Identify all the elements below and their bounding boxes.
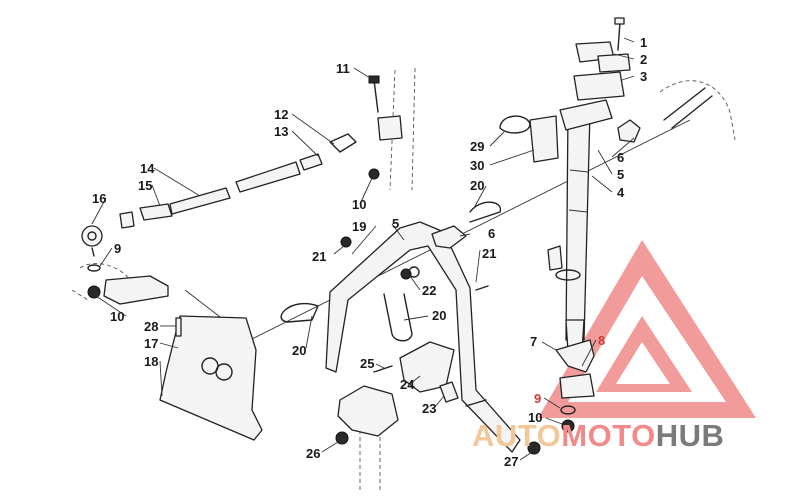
callout-5: 5: [617, 167, 624, 182]
pitman-arm: [103, 275, 169, 305]
callout-29: 29: [470, 139, 484, 154]
u-bolt: [469, 201, 501, 223]
steering-arm: [555, 339, 595, 373]
callout-10: 10: [352, 197, 366, 212]
frame-outline: [71, 263, 131, 301]
snap-ring: [499, 115, 531, 134]
callout-21: 21: [312, 249, 326, 264]
callout-18: 18: [144, 354, 158, 369]
callout-9: 9: [534, 391, 541, 406]
callout-10: 10: [110, 309, 124, 324]
callout-12: 12: [274, 107, 288, 122]
plate-8: [559, 373, 595, 399]
callout-3: 3: [640, 69, 647, 84]
stud: [671, 95, 713, 129]
pin: [175, 317, 182, 337]
callout-20: 20: [470, 178, 484, 193]
callout-30: 30: [470, 158, 484, 173]
steering-frame: [325, 221, 521, 453]
callout-5: 5: [392, 216, 399, 231]
callout-23: 23: [422, 401, 436, 416]
nut-10: [561, 419, 575, 433]
frame-outline: [659, 80, 736, 141]
gearbox: [337, 385, 399, 437]
callout-28: 28: [144, 319, 158, 334]
frame-outline: [389, 67, 416, 191]
callout-2: 2: [640, 52, 647, 67]
bolt-23: [439, 381, 459, 403]
callout-26: 26: [306, 446, 320, 461]
nut-27: [527, 441, 541, 455]
leader-lines: [91, 37, 635, 461]
washer: [408, 266, 420, 278]
stud: [663, 87, 706, 121]
callout-21: 21: [482, 246, 496, 261]
callout-10: 10: [528, 410, 542, 425]
callout-6: 6: [617, 150, 624, 165]
tie-rod-end: [81, 225, 103, 299]
washer-9: [560, 405, 576, 415]
callout-17: 17: [144, 336, 158, 351]
nut: [340, 236, 352, 248]
bracket-17: [159, 315, 263, 441]
bracket-hole: [215, 363, 233, 381]
u-bolt: [383, 293, 413, 342]
callout-4: 4: [617, 185, 625, 200]
callout-1: 1: [640, 35, 647, 50]
brand-hub: HUB: [655, 418, 725, 453]
callout-11: 11: [336, 61, 350, 76]
callout-13: 13: [274, 124, 288, 139]
callout-6: 6: [488, 226, 495, 241]
wear-plate: [529, 115, 559, 163]
callout-20: 20: [292, 343, 306, 358]
callout-27: 27: [504, 454, 518, 469]
upper-linkage: [329, 75, 403, 180]
bracket-upper: [617, 119, 641, 143]
callout-7: 7: [530, 334, 537, 349]
bolt: [465, 399, 487, 407]
clamp-6: [431, 225, 467, 249]
watermark-logo: [538, 240, 756, 418]
callout-16: 16: [92, 191, 106, 206]
u-bolt: [280, 303, 319, 323]
callout-19: 19: [352, 219, 366, 234]
frame-outline: [359, 430, 381, 490]
watermark-brand: AUTOMOTOHUB: [472, 418, 800, 458]
handlebar-clamps: [573, 17, 631, 101]
callout-20: 20: [432, 308, 446, 323]
callout-labels: 1 2 3 4 5 5 6 6 7 8 9 9 10 10 10 11 12 1…: [92, 35, 647, 469]
callout-15: 15: [138, 178, 152, 193]
brand-auto: AUTO: [472, 418, 562, 453]
axis-line: [249, 119, 691, 341]
nut-26: [335, 431, 349, 445]
bolt: [373, 365, 393, 373]
tie-rod: [119, 153, 323, 229]
callout-25: 25: [360, 356, 374, 371]
callout-14: 14: [140, 161, 155, 176]
bolt: [475, 285, 489, 291]
callout-8: 8: [598, 333, 605, 348]
callout-22: 22: [422, 283, 436, 298]
callout-24: 24: [400, 377, 415, 392]
brand-moto: MOTO: [561, 418, 656, 453]
callout-9: 9: [114, 241, 121, 256]
